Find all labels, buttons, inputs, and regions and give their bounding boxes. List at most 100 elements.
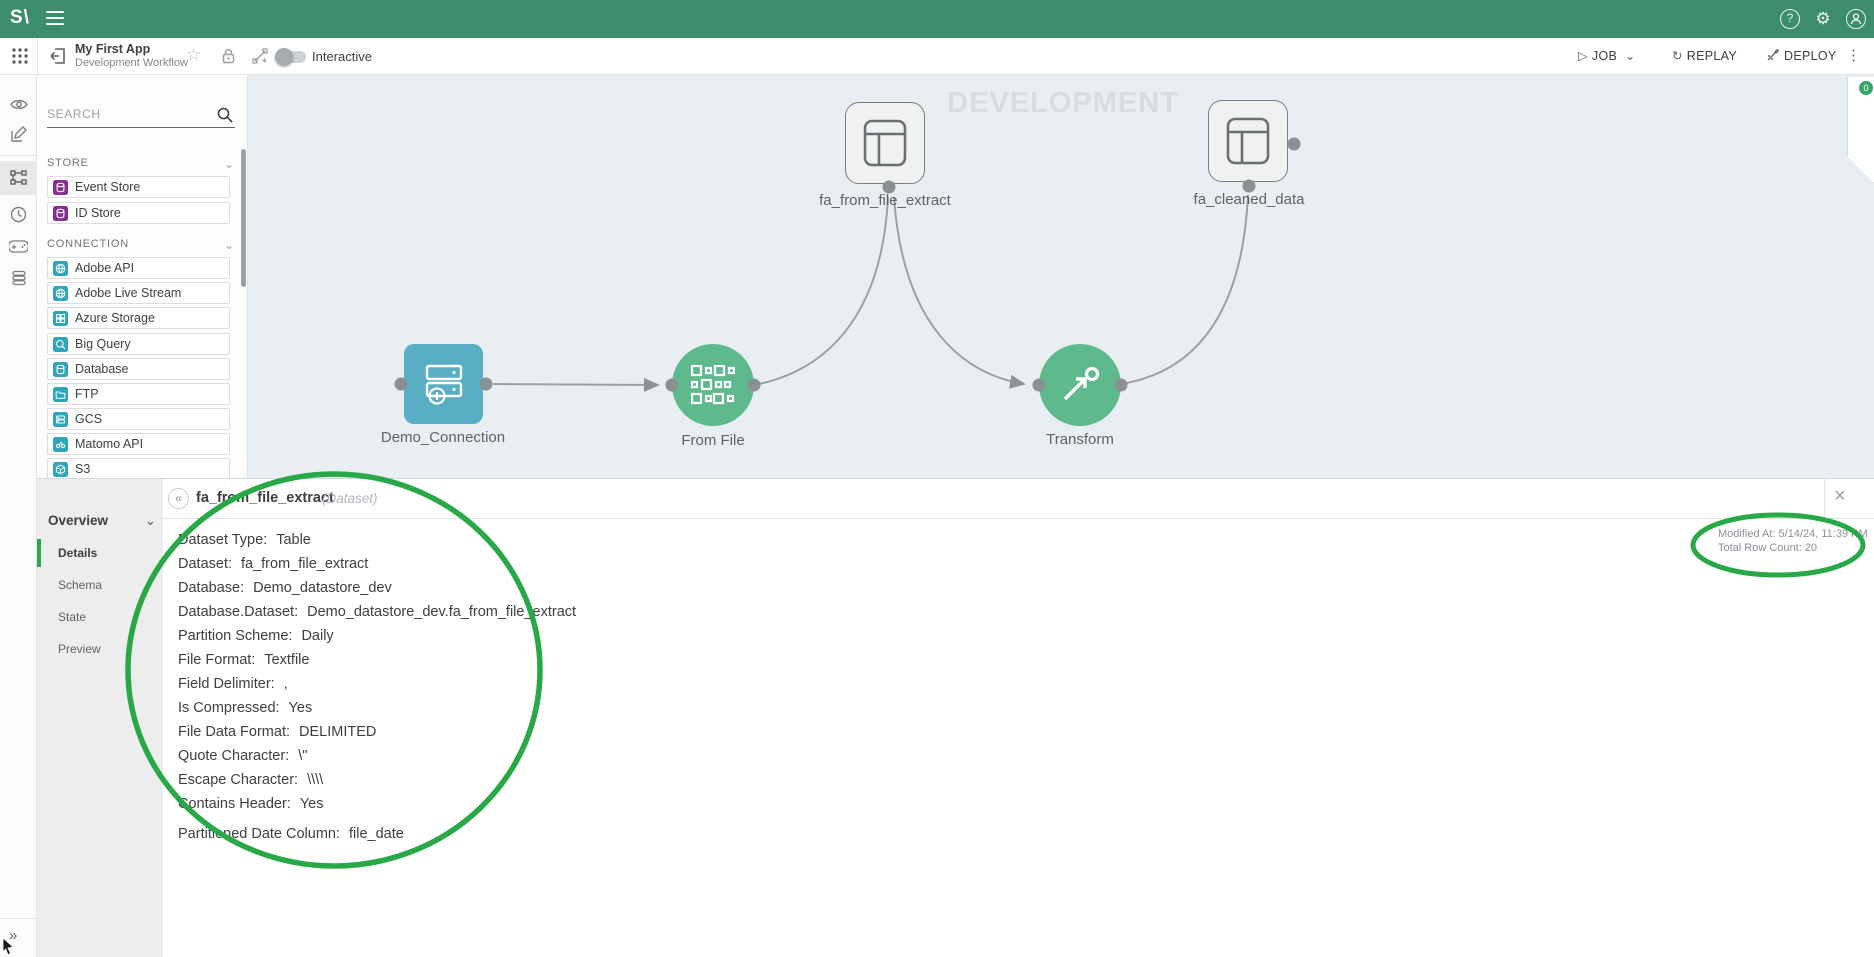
edge-dataset1-to-transform bbox=[894, 197, 1024, 384]
sidebar-item-big-query[interactable]: Big Query bbox=[47, 333, 230, 355]
detail-row: Quote Character:\" bbox=[178, 748, 307, 764]
job-button[interactable]: ▷JOB ⌄ bbox=[1578, 48, 1640, 63]
console-gamepad-icon[interactable] bbox=[0, 229, 37, 263]
workflow-canvas[interactable]: DEVELOPMENT bbox=[248, 75, 1874, 478]
sidebar-scrollbar[interactable] bbox=[241, 149, 246, 287]
search-icon[interactable] bbox=[217, 107, 233, 123]
chevron-down-icon: ⌄ bbox=[224, 157, 235, 171]
view-eye-icon[interactable] bbox=[0, 87, 37, 121]
transform-icon bbox=[1060, 366, 1100, 404]
exit-app-icon[interactable] bbox=[49, 47, 67, 65]
detail-row: Contains Header:Yes bbox=[178, 796, 324, 812]
server-icon bbox=[423, 362, 465, 406]
sidebar-item-adobe-live-stream[interactable]: Adobe Live Stream bbox=[47, 282, 230, 304]
edge-connection-to-fromfile bbox=[493, 384, 658, 385]
tab-preview[interactable]: Preview bbox=[37, 635, 163, 663]
interactive-toggle[interactable] bbox=[276, 51, 306, 63]
sidebar-item-ftp[interactable]: FTP bbox=[47, 383, 230, 405]
sidebar-item-adobe-api[interactable]: Adobe API bbox=[47, 257, 230, 279]
tab-schema[interactable]: Schema bbox=[37, 571, 163, 599]
replay-icon: ↻ bbox=[1672, 49, 1683, 63]
section-header-store[interactable]: STORE⌄ bbox=[47, 157, 235, 171]
favorite-star-icon[interactable]: ☆ bbox=[186, 45, 201, 65]
close-divider bbox=[1824, 479, 1825, 518]
app-grid-icon[interactable] bbox=[11, 47, 29, 65]
sidebar-item-id-store[interactable]: ID Store bbox=[47, 202, 230, 224]
app-subtitle: Development Workflow bbox=[75, 57, 188, 69]
deploy-button[interactable]: DEPLOY bbox=[1766, 48, 1837, 63]
big-query-icon bbox=[53, 337, 68, 352]
top-bar: S\ ? ⚙ bbox=[0, 0, 1874, 38]
modified-at: Modified At: 5/14/24, 11:39 PM bbox=[1718, 527, 1868, 541]
node-from-file[interactable] bbox=[672, 344, 754, 426]
ftp-icon bbox=[53, 387, 68, 402]
account-icon[interactable] bbox=[1846, 9, 1866, 29]
detail-row: Field Delimiter:, bbox=[178, 676, 288, 692]
detail-row: Is Compressed:Yes bbox=[178, 700, 312, 716]
help-icon[interactable]: ? bbox=[1780, 9, 1800, 29]
table-icon bbox=[1226, 117, 1270, 165]
mouse-cursor bbox=[2, 938, 16, 956]
app-toolbar: My First App Development Workflow ☆ Inte… bbox=[0, 38, 1874, 75]
node-demo-connection[interactable] bbox=[404, 344, 483, 424]
sidebar-item-gcs[interactable]: GCS bbox=[47, 408, 230, 430]
azure-storage-icon bbox=[53, 311, 68, 326]
detail-row: Escape Character:\\\\ bbox=[178, 772, 323, 788]
dataset-meta-info: Modified At: 5/14/24, 11:39 PM Total Row… bbox=[1718, 527, 1868, 555]
node-dataset-fa-cleaned-data[interactable] bbox=[1208, 100, 1288, 182]
close-panel-icon[interactable]: × bbox=[1834, 485, 1846, 508]
adobe-live-stream-icon bbox=[53, 286, 68, 301]
node-label-fromfile: From File bbox=[603, 432, 823, 449]
node-label-dataset2: fa_cleaned_data bbox=[1139, 191, 1359, 208]
disconnect-icon[interactable] bbox=[252, 48, 268, 64]
notification-badge: 0 bbox=[1859, 81, 1873, 95]
id-store-icon bbox=[53, 206, 68, 221]
play-icon: ▷ bbox=[1578, 49, 1588, 63]
chevron-down-icon: ⌄ bbox=[224, 238, 235, 252]
left-icon-rail: » bbox=[0, 75, 37, 957]
tab-details[interactable]: Details bbox=[37, 539, 163, 567]
total-row-count: Total Row Count: 20 bbox=[1718, 541, 1868, 555]
search-input[interactable] bbox=[47, 95, 207, 121]
node-label-connection: Demo_Connection bbox=[333, 429, 553, 446]
history-clock-icon[interactable] bbox=[0, 197, 37, 231]
lock-icon[interactable] bbox=[221, 48, 236, 64]
sidebar-item-database[interactable]: Database bbox=[47, 358, 230, 380]
chevron-down-icon: ⌄ bbox=[1625, 49, 1636, 63]
detail-row: Partitioned Date Column:file_date bbox=[178, 826, 404, 842]
search-field[interactable] bbox=[47, 95, 235, 128]
node-dataset-fa-from-file-extract[interactable] bbox=[845, 102, 925, 184]
edge-fromfile-to-dataset1 bbox=[754, 197, 888, 385]
panel-header-divider bbox=[163, 518, 1874, 519]
from-file-icon bbox=[691, 365, 735, 405]
app-title[interactable]: My First App bbox=[75, 42, 150, 56]
detail-panel: Overview⌄ Details Schema State Preview «… bbox=[37, 478, 1874, 957]
event-store-icon bbox=[53, 180, 68, 195]
node-label-dataset1: fa_from_file_extract bbox=[775, 192, 995, 209]
rail-divider bbox=[0, 155, 37, 156]
rail-bottom-divider bbox=[0, 918, 37, 919]
detail-row: Dataset Type:Table bbox=[178, 532, 311, 548]
deploy-rocket-icon bbox=[1766, 48, 1780, 62]
settings-gear-icon[interactable]: ⚙ bbox=[1813, 9, 1833, 29]
sidebar-item-event-store[interactable]: Event Store bbox=[47, 176, 230, 198]
edit-compose-icon[interactable] bbox=[0, 117, 37, 151]
sidebar-item-matomo-api[interactable]: Matomo API bbox=[47, 433, 230, 455]
sidebar-item-s3[interactable]: S3 bbox=[47, 458, 230, 480]
replay-button[interactable]: ↻REPLAY bbox=[1672, 48, 1737, 63]
panel-title: fa_from_file_extract bbox=[196, 490, 334, 506]
detail-row: File Data Format:DELIMITED bbox=[178, 724, 376, 740]
detail-row: Database.Dataset:Demo_datastore_dev.fa_f… bbox=[178, 604, 576, 620]
layers-stack-icon[interactable] bbox=[0, 261, 37, 295]
collapse-panel-button[interactable]: « bbox=[168, 488, 189, 509]
tab-overview[interactable]: Overview⌄ bbox=[48, 513, 156, 529]
tab-state[interactable]: State bbox=[37, 603, 163, 631]
more-options-kebab-icon[interactable]: ⋮ bbox=[1846, 46, 1861, 64]
workflow-nav-icon[interactable] bbox=[0, 161, 37, 195]
sidebar-item-azure-storage[interactable]: Azure Storage bbox=[47, 307, 230, 329]
section-header-connection[interactable]: CONNECTION⌄ bbox=[47, 238, 235, 252]
node-transform[interactable] bbox=[1039, 344, 1121, 426]
detail-row: Database:Demo_datastore_dev bbox=[178, 580, 392, 596]
hamburger-menu-icon[interactable] bbox=[46, 11, 64, 25]
detail-row: Partition Scheme:Daily bbox=[178, 628, 334, 644]
